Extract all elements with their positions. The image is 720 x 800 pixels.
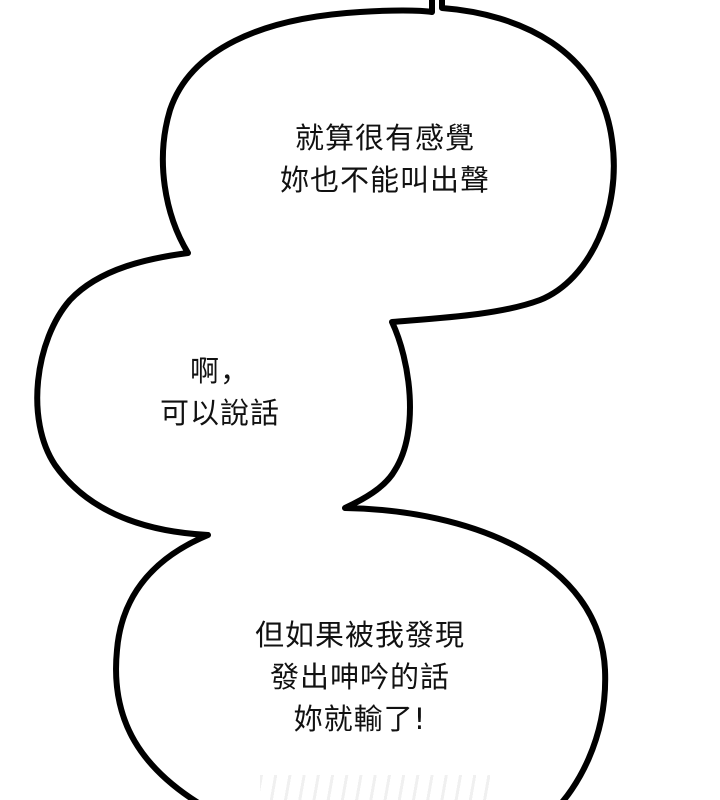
bubble-line: 就算很有感覺 [294,121,475,155]
bubble-line: 發出呻吟的話 [269,660,450,694]
bubble-line: 妳也不能叫出聲 [279,163,490,197]
speech-bubble-bottom-text: 但如果被我發現 發出呻吟的話 妳就輸了! [225,614,495,740]
bubble-line: 啊， [189,354,250,388]
bubble-line: 可以說話 [159,396,280,430]
bubble-line: 妳就輸了! [293,702,427,736]
speech-bubble-top-text: 就算很有感覺 妳也不能叫出聲 [255,117,515,201]
speech-bubble-middle-text: 啊， 可以說話 [130,350,310,434]
faint-background-marks [260,775,490,800]
bubble-line: 但如果被我發現 [254,618,465,652]
